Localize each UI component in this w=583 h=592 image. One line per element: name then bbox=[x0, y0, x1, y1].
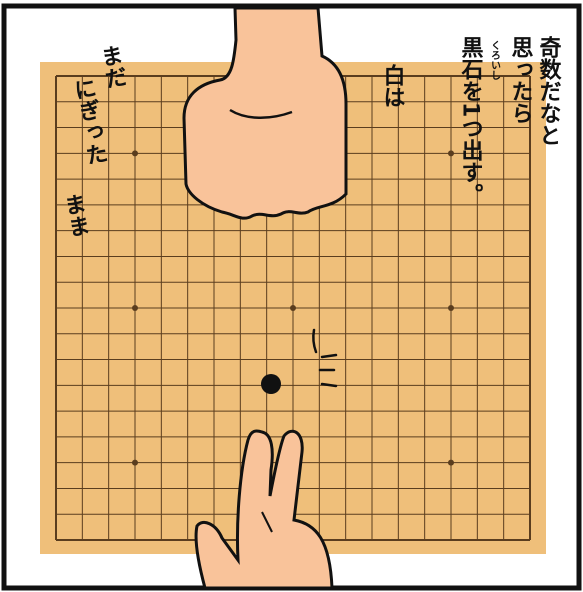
furigana: くろいし bbox=[489, 40, 501, 81]
star-point bbox=[448, 150, 454, 157]
star-point bbox=[448, 459, 454, 466]
black-stone bbox=[261, 374, 281, 394]
fist-knuckle-line bbox=[229, 108, 293, 120]
hand-crease bbox=[261, 511, 273, 533]
white-player-fist bbox=[182, 6, 348, 220]
black-player-hand bbox=[194, 429, 334, 590]
star-point bbox=[132, 150, 138, 157]
star-point bbox=[290, 305, 296, 311]
star-point bbox=[132, 459, 138, 466]
star-point bbox=[132, 305, 138, 311]
white-label: 白は bbox=[380, 63, 405, 108]
narration-line-2: 思ったら bbox=[508, 36, 534, 124]
narration-line-3: 黒石を1つ出す。 bbox=[458, 36, 485, 205]
motion-lines bbox=[312, 328, 338, 388]
star-point bbox=[448, 305, 454, 311]
narration-line-1: 奇数だなと bbox=[536, 35, 562, 146]
